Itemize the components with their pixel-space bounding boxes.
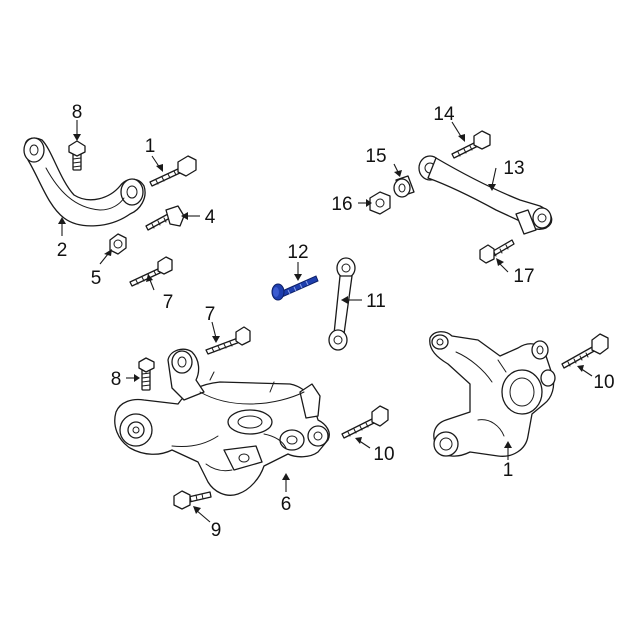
bolt-10-middle	[341, 405, 389, 439]
callout-3: 1	[145, 136, 156, 157]
callout-8-top: 8	[72, 102, 83, 123]
callout-1: 1	[503, 460, 514, 481]
leader-lines	[58, 120, 593, 523]
callout-11: 11	[366, 291, 386, 312]
bolt-4	[145, 205, 185, 231]
callout-7-lower: 7	[205, 304, 216, 325]
bolt-7-top	[129, 256, 173, 287]
callout-13: 13	[503, 158, 524, 179]
bolt-14	[451, 130, 491, 159]
rear-subframe-6	[114, 348, 330, 496]
bolt-17	[479, 239, 515, 264]
callout-2: 2	[57, 240, 68, 261]
callout-5: 5	[91, 268, 102, 289]
nut-16	[369, 191, 391, 215]
bolt-9	[173, 490, 212, 510]
callout-numbers: 8 1 2 4 5 7 12 11 14 15 16 13 17 7 8 10 …	[57, 102, 615, 541]
callout-12: 12	[287, 242, 308, 263]
stabilizer-link-11	[328, 257, 356, 351]
nut-5	[109, 233, 127, 255]
bolt-8-lower	[138, 357, 155, 391]
bushing-15	[393, 175, 415, 198]
callout-8-lower: 8	[111, 369, 122, 390]
bolt-10-right	[561, 333, 609, 369]
callout-10-middle: 10	[373, 444, 394, 465]
callout-7-top: 7	[163, 292, 174, 313]
callout-6: 6	[281, 494, 292, 515]
lateral-link-13	[418, 155, 553, 235]
callout-17: 17	[513, 266, 534, 287]
callout-4: 4	[205, 207, 216, 228]
upper-control-arm	[23, 137, 146, 227]
callout-15: 15	[365, 146, 386, 167]
callout-9: 9	[211, 520, 222, 541]
steering-knuckle-1	[429, 331, 556, 457]
bolt-8-top	[68, 140, 86, 171]
bolt-7-lower	[205, 326, 251, 355]
callout-16: 16	[331, 194, 352, 215]
callout-10-right: 10	[593, 372, 614, 393]
bolt-12-highlighted	[271, 275, 319, 301]
callout-14: 14	[433, 104, 455, 125]
bolt-3	[149, 155, 197, 187]
